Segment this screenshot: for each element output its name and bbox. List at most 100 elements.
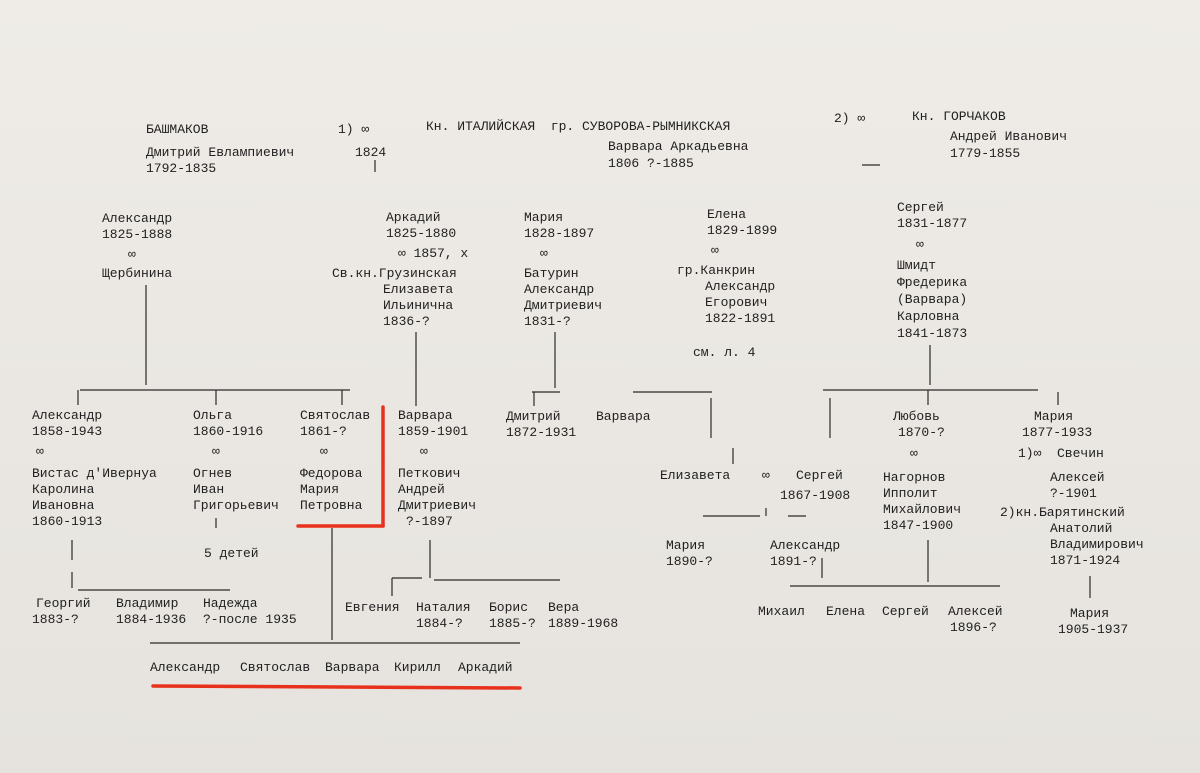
- g4-boris-name: Борис: [489, 600, 529, 615]
- g4-nataliya-name: Наталия: [416, 600, 471, 615]
- g4-sergey-name: Сергей: [882, 604, 929, 619]
- g4-aleksandr-k-name: Александр: [770, 538, 841, 553]
- g3-svyatoslav-spouse-1: Федорова: [300, 466, 363, 481]
- g5-svyatoslav-name: Святослав: [240, 660, 311, 675]
- g2-sergey-spouse-4: Карловна: [897, 309, 960, 324]
- g3-aleksandr-spouse-4: 1860-1913: [32, 514, 103, 529]
- g4-nataliya-years: 1884-?: [416, 616, 463, 631]
- g4-georgiy-name: Георгий: [36, 596, 91, 611]
- g3-lyubov-spouse-1: Нагорнов: [883, 470, 946, 485]
- g3-aleksandr-spouse-2: Каролина: [32, 482, 95, 497]
- g2-mariya-marriage: ∞: [540, 246, 548, 261]
- g2-aleksandr-marriage: ∞: [128, 247, 136, 262]
- g4-mariya-b-years: 1905-1937: [1058, 622, 1129, 637]
- italiyskaya-years: 1806 ?-1885: [608, 156, 694, 171]
- g2-arkadiy-years: 1825-1880: [386, 226, 457, 241]
- g3-svyatoslav-marriage: ∞: [320, 444, 328, 459]
- g2-elena-spouse-1: гр.Канкрин: [677, 263, 756, 278]
- g3-olga-marriage: ∞: [212, 444, 220, 459]
- g2-sergey-marriage: ∞: [916, 237, 924, 252]
- g5-arkadiy-name: Аркадий: [458, 660, 513, 675]
- g4-mariya-k-name: Мария: [666, 538, 706, 553]
- g2-sergey-years: 1831-1877: [897, 216, 968, 231]
- g4-vera-years: 1889-1968: [548, 616, 619, 631]
- g3-olga-name: Ольга: [193, 408, 233, 423]
- g5-kirill-name: Кирилл: [394, 660, 441, 675]
- highlight-lines: [151, 405, 522, 690]
- g2-elena-reference: см. л. 4: [693, 345, 756, 360]
- g4-aleksandr-k-years: 1891-?: [770, 554, 817, 569]
- g3-olga-spouse-1: Огнев: [193, 466, 233, 481]
- g3-lyubov-spouse-3: Михайлович: [883, 502, 962, 517]
- g2-mariya-spouse-2: Александр: [524, 282, 595, 297]
- g3-mariya-spouse-2b: Владимирович: [1050, 537, 1144, 552]
- g2-sergey-spouse-2: Фредерика: [897, 275, 968, 290]
- g2-elena-spouse-2: Александр: [705, 279, 776, 294]
- g2-mariya-name: Мария: [524, 210, 564, 225]
- g4-elena-name: Елена: [826, 604, 866, 619]
- g5-aleksandr-name: Александр: [150, 660, 221, 675]
- marriage2-mark: 2) ∞: [834, 111, 866, 126]
- g3-elizaveta-name: Елизавета: [660, 468, 731, 483]
- g4-nadezhda-years: ?-после 1935: [203, 612, 297, 627]
- g3-varvara-spouse-1: Петкович: [398, 466, 461, 481]
- g2-aleksandr-years: 1825-1888: [102, 227, 173, 242]
- g3-svyatoslav-name: Святослав: [300, 408, 371, 423]
- gorchakov-title: Кн. ГОРЧАКОВ: [912, 109, 1006, 124]
- g3-varvara-spouse-2: Андрей: [398, 482, 445, 497]
- italiyskaya-title: Кн. ИТАЛИЙСКАЯ гр. СУВОРОВА-РЫМНИКСКАЯ: [426, 119, 731, 134]
- g3-mariya-marriage-2: 2)кн.Барятинский: [1000, 505, 1125, 520]
- g3-aleksandr-years: 1858-1943: [32, 424, 103, 439]
- g3-svyatoslav-spouse-2: Мария: [300, 482, 340, 497]
- g3-olga-spouse-2: Иван: [193, 482, 225, 497]
- g3-mariya-spouse-2c: 1871-1924: [1050, 553, 1121, 568]
- g2-arkadiy-spouse-3: Ильинична: [383, 298, 454, 313]
- g3-mariya-years: 1877-1933: [1022, 425, 1093, 440]
- g3-aleksandr-spouse-1: Вистас д'Ивернуа: [32, 466, 157, 481]
- marriage1-mark: 1) ∞: [338, 122, 370, 137]
- g4-boris-years: 1885-?: [489, 616, 536, 631]
- g2-sergey-spouse-3: (Варвара): [897, 292, 968, 307]
- g2-elena-name: Елена: [707, 207, 747, 222]
- g2-mariya-years: 1828-1897: [524, 226, 595, 241]
- g3-aleksandr-name: Александр: [32, 408, 103, 423]
- g3-mariya-spouse-2a: Анатолий: [1050, 521, 1113, 536]
- g2-elena-years: 1829-1899: [707, 223, 778, 238]
- g3-lyubov-years: 1870-?: [898, 425, 945, 440]
- g4-aleksey-years: 1896-?: [950, 620, 997, 635]
- g4-evgeniya-name: Евгения: [345, 600, 400, 615]
- g3-varvara2-name: Варвара: [596, 409, 651, 424]
- g4-georgiy-years: 1883-?: [32, 612, 79, 627]
- g2-arkadiy-name: Аркадий: [386, 210, 441, 225]
- g2-mariya-spouse-1: Батурин: [524, 266, 579, 281]
- marriage1-year: 1824: [355, 145, 387, 160]
- g3-varvara-years: 1859-1901: [398, 424, 469, 439]
- bashmakov-years: 1792-1835: [146, 161, 217, 176]
- g3-dmitriy-years: 1872-1931: [506, 425, 577, 440]
- g3-aleksandr-spouse-3: Ивановна: [32, 498, 95, 513]
- g2-arkadiy-spouse-2: Елизавета: [383, 282, 454, 297]
- g2-elena-spouse-4: 1822-1891: [705, 311, 776, 326]
- g3-varvara-name: Варвара: [398, 408, 453, 423]
- g2-sergey-spouse-5: 1841-1873: [897, 326, 968, 341]
- bashmakov-name: Дмитрий Евлампиевич: [146, 145, 295, 160]
- g3-mariya-marriage-1: 1)∞ Свечин: [1018, 446, 1104, 461]
- g2-sergey-name: Сергей: [897, 200, 944, 215]
- g4-mikhail-name: Михаил: [758, 604, 805, 619]
- g2-elena-marriage: ∞: [711, 243, 719, 258]
- g2-sergey-spouse-1: Шмидт: [897, 258, 937, 273]
- g2-arkadiy-spouse-4: 1836-?: [383, 314, 430, 329]
- g2-elena-spouse-3: Егорович: [705, 295, 768, 310]
- g3-mariya-spouse-1b: ?-1901: [1050, 486, 1097, 501]
- g4-vladimir-name: Владимир: [116, 596, 179, 611]
- g3-mariya-name: Мария: [1034, 409, 1074, 424]
- g2-mariya-spouse-3: Дмитриевич: [524, 298, 603, 313]
- g3-olga-years: 1860-1916: [193, 424, 264, 439]
- bashmakov-surname: БАШМАКОВ: [146, 122, 209, 137]
- g3-svyatoslav-spouse-3: Петровна: [300, 498, 363, 513]
- g4-nadezhda-name: Надежда: [203, 596, 258, 611]
- g3-elizaveta-spouse: Сергей: [796, 468, 843, 483]
- g3-lyubov-spouse-2: Ипполит: [883, 486, 938, 501]
